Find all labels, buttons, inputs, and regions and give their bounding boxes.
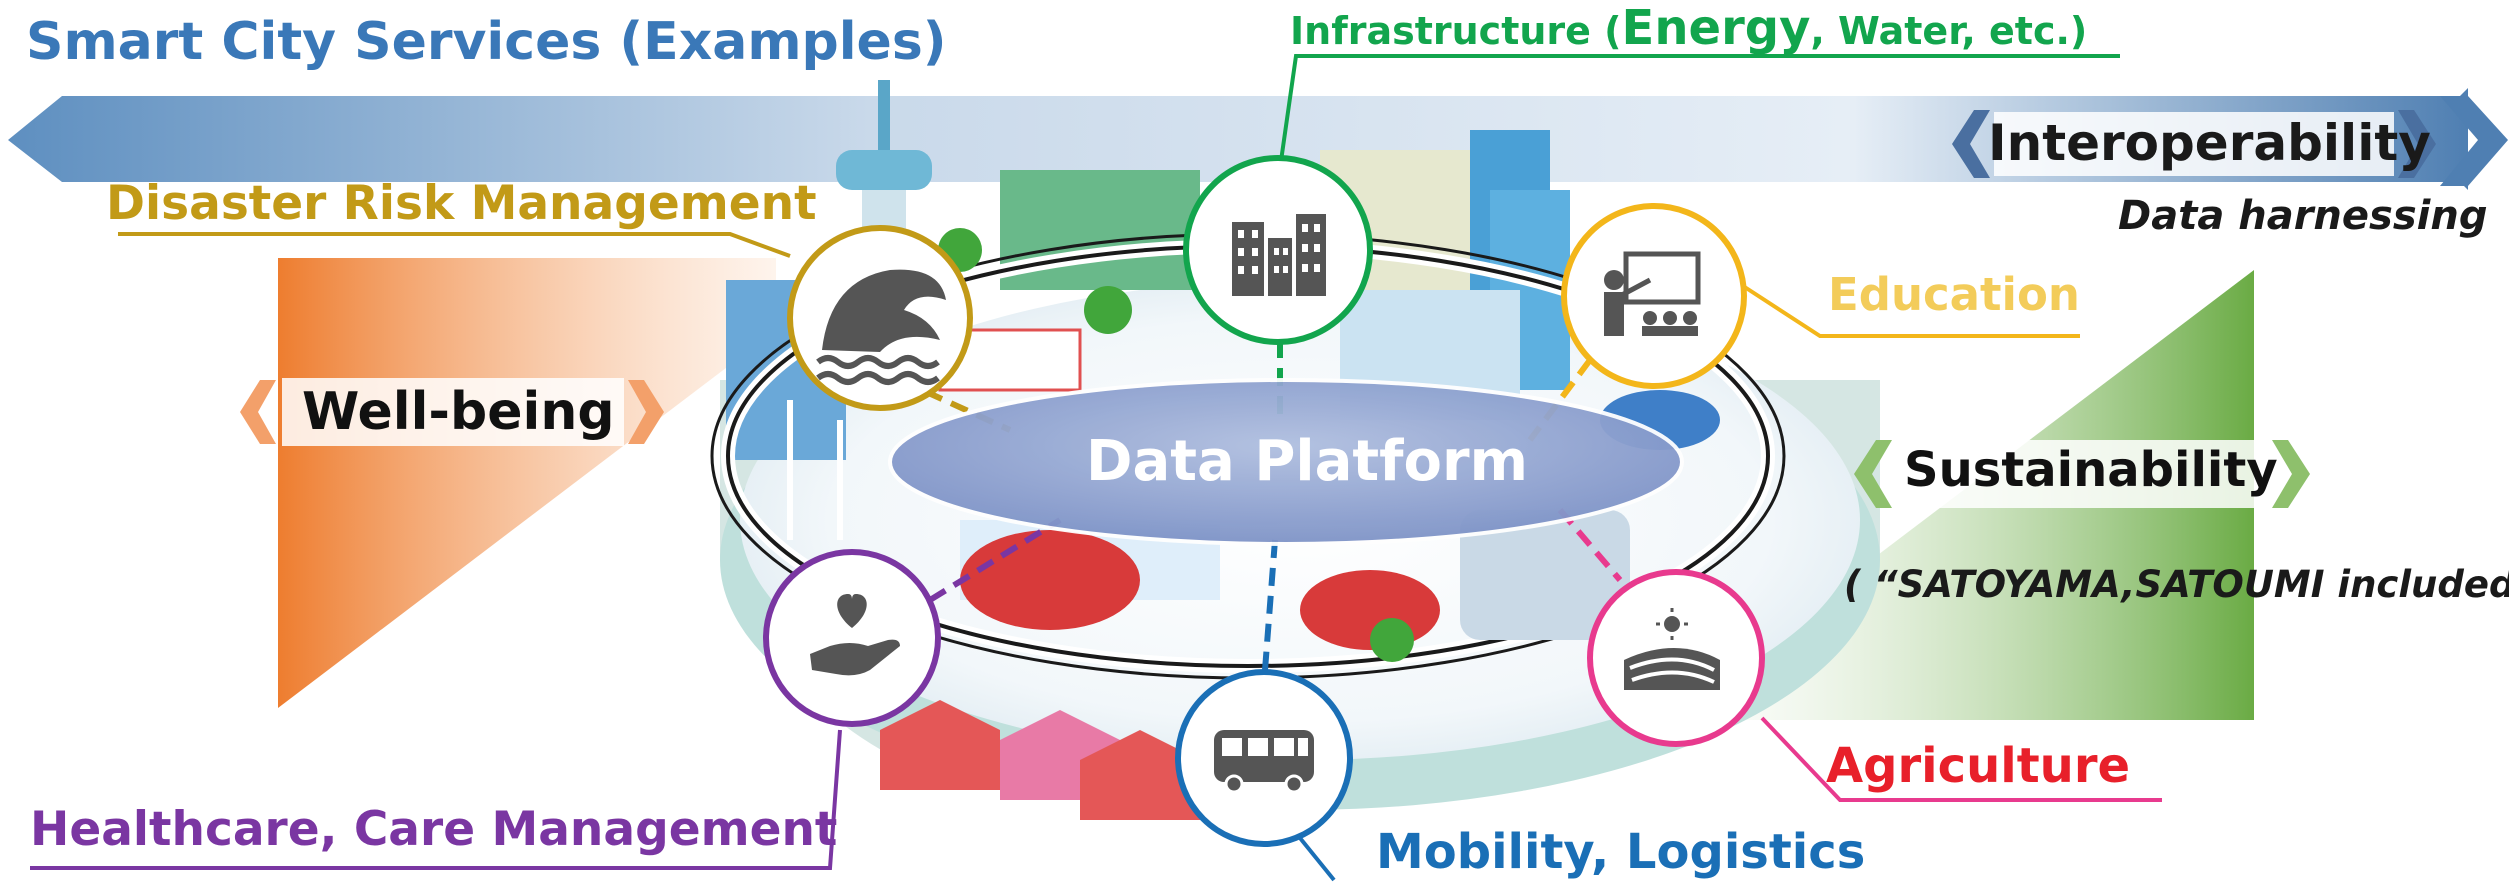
wellbeing-brackets — [240, 380, 664, 444]
label-satoyama: ( “SATOYAMA,SATOUMI included) — [1844, 563, 2509, 606]
label-wellbeing: Well-being — [302, 382, 615, 442]
label-data-platform: Data Platform — [1086, 429, 1528, 494]
interoperability-banner — [8, 88, 2468, 190]
label-sustainability: Sustainability — [1904, 442, 2278, 498]
data-platform-ellipse — [888, 378, 1684, 546]
banner-right-arrowhead — [2440, 96, 2508, 186]
farm-field-icon — [1624, 608, 1720, 690]
tsunami-wave-icon — [816, 269, 946, 385]
buildings-icon — [1232, 214, 1326, 296]
interoperability-brackets — [1952, 110, 2436, 178]
label-data-harnessing: Data harnessing — [2118, 193, 2488, 239]
label-infrastructure-suffix: , Water, etc.) — [1810, 9, 2088, 53]
label-education: Education — [1828, 268, 2080, 321]
label-mobility: Mobility, Logistics — [1376, 824, 1866, 880]
sustainability-label-bg — [1896, 440, 2268, 508]
education-circle — [1561, 203, 1747, 389]
label-infrastructure: Infrastructure (Energy, Water, etc.) — [1290, 4, 2087, 52]
healthcare-circle — [763, 549, 941, 727]
interoperability-label-bg — [1994, 112, 2394, 176]
heart-hand-icon — [810, 594, 900, 676]
page-title: Smart City Services (Examples) — [26, 12, 947, 72]
label-interoperability: Interoperability — [1988, 114, 2431, 172]
teacher-icon — [1604, 251, 1701, 336]
wellbeing-label-bg — [282, 378, 624, 446]
label-infrastructure-prefix: Infrastructure ( — [1290, 9, 1622, 53]
wellbeing-wedge — [278, 258, 776, 708]
label-agriculture: Agriculture — [1826, 738, 2131, 794]
label-infrastructure-emph: Energy — [1621, 0, 1811, 56]
bus-icon — [1214, 730, 1314, 794]
sustainability-brackets — [1854, 440, 2310, 508]
label-healthcare: Healthcare, Care Management — [30, 802, 838, 857]
label-disaster-risk: Disaster Risk Management — [106, 176, 817, 231]
